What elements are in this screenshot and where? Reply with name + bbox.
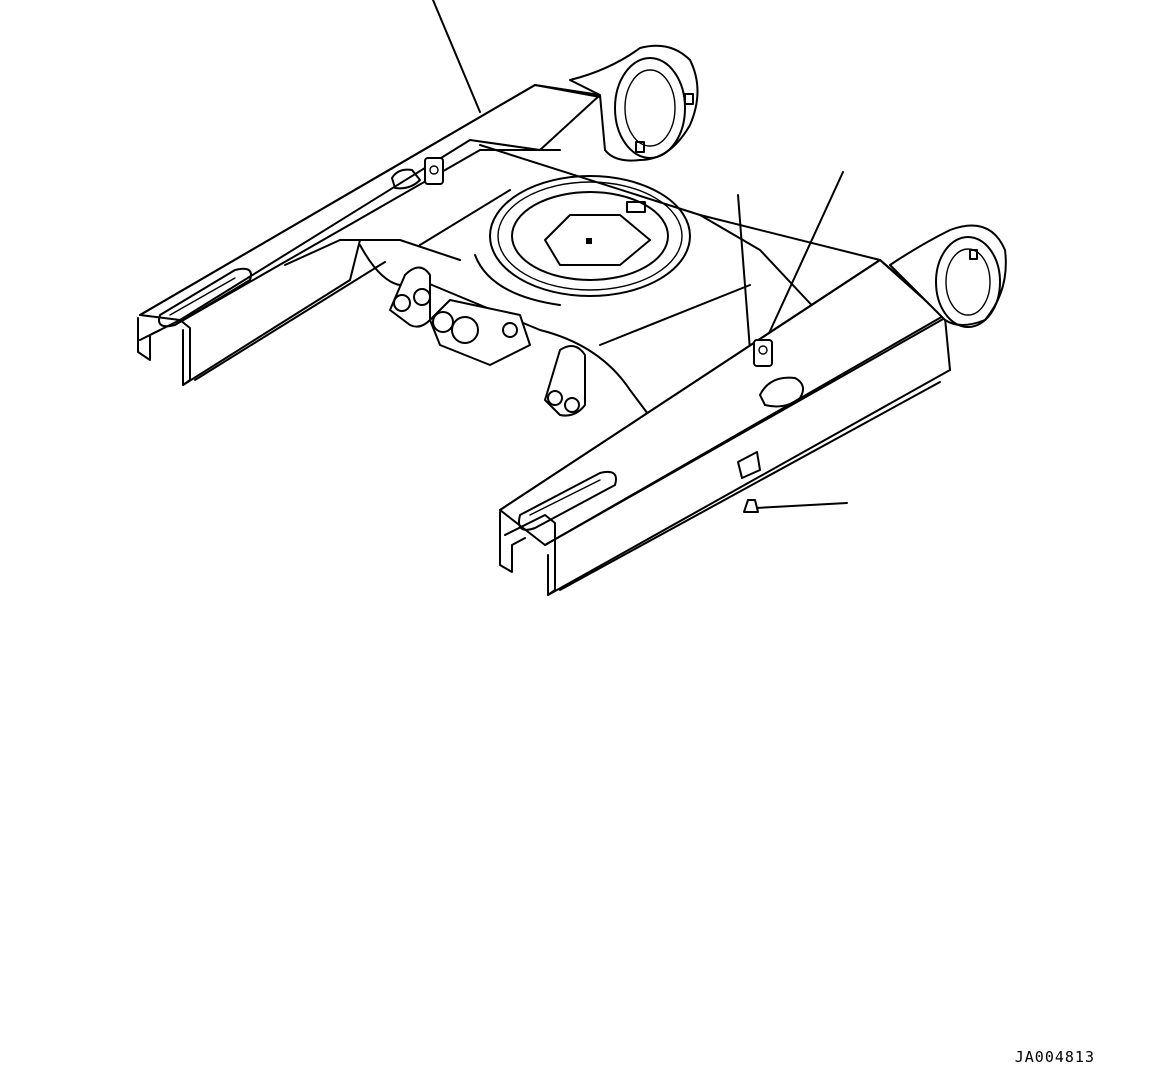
right-idler-bore-inner [945,248,991,316]
right-side-frame [499,259,951,596]
swing-circle [474,175,691,306]
right-link-hole-2 [564,397,580,413]
leader-lines [432,0,848,509]
right-idler-housing [889,224,1007,328]
leader-line-left-frame [432,0,481,113]
swing-circle-base-arc [474,254,561,306]
drain-plug [743,499,759,513]
right-frame-square-cover [737,451,761,479]
leader-line-plate-a [737,194,751,351]
left-frame-bracket [424,157,444,185]
swing-circle-center-mark [586,238,592,244]
left-guard-slot [158,267,252,328]
center-frame-underside [359,244,661,431]
leader-line-plate-b [764,171,844,343]
left-idler-bore [614,57,686,159]
right-guard-slot [518,470,617,531]
right-end-channel-lower [504,514,556,596]
swing-circle-bolt-ring [497,181,683,291]
left-idler-housing [569,44,699,162]
left-guard-slot-inner [169,277,236,316]
swing-circle-inner-opening [544,214,651,266]
center-link-hole-3 [502,322,518,338]
center-link-block [429,299,531,366]
swing-circle-bracket [626,201,646,213]
right-idler-bore [935,236,1001,328]
left-idler-housing-outline [569,44,699,162]
center-frame [284,144,881,431]
left-link-hole-1 [393,294,411,312]
right-end-channel-upper [499,511,526,573]
left-idler-tab-lower [635,141,645,153]
left-idler-bore-inner [624,69,676,147]
left-frame-side-face [182,239,361,386]
left-link-hole-2 [413,288,431,306]
right-idler-tab [969,249,978,260]
left-frame-top-edge [139,84,601,316]
center-link-hole-2 [451,316,479,344]
right-frame-oval-hole [759,376,805,408]
right-frame-plate [753,339,773,367]
left-frame-lower-edge [194,261,386,381]
center-link-hole-1 [432,311,454,333]
left-frame-inner-edge [179,149,561,323]
right-guard-slot-inner [529,479,601,516]
center-brackets [389,266,586,417]
right-frame-plate-hole [758,345,768,355]
left-idler-tab [684,93,694,105]
center-frame-right-edge [699,214,836,331]
drawing-code-label: JA004813 [1014,1048,1095,1066]
swing-circle-inner-ring [511,191,669,281]
center-frame-panel-line-2 [419,189,511,246]
right-frame-lower-edge [559,381,941,591]
left-frame-slot-top [391,168,421,190]
swing-circle-outer-ring [489,175,691,297]
left-side-frame [137,84,601,386]
center-frame-front-edge [284,239,461,266]
left-frame-bracket-hole [429,165,439,175]
leader-line-plug [755,502,848,509]
center-frame-panel-line [599,284,751,346]
right-link-hole-1 [547,390,563,406]
